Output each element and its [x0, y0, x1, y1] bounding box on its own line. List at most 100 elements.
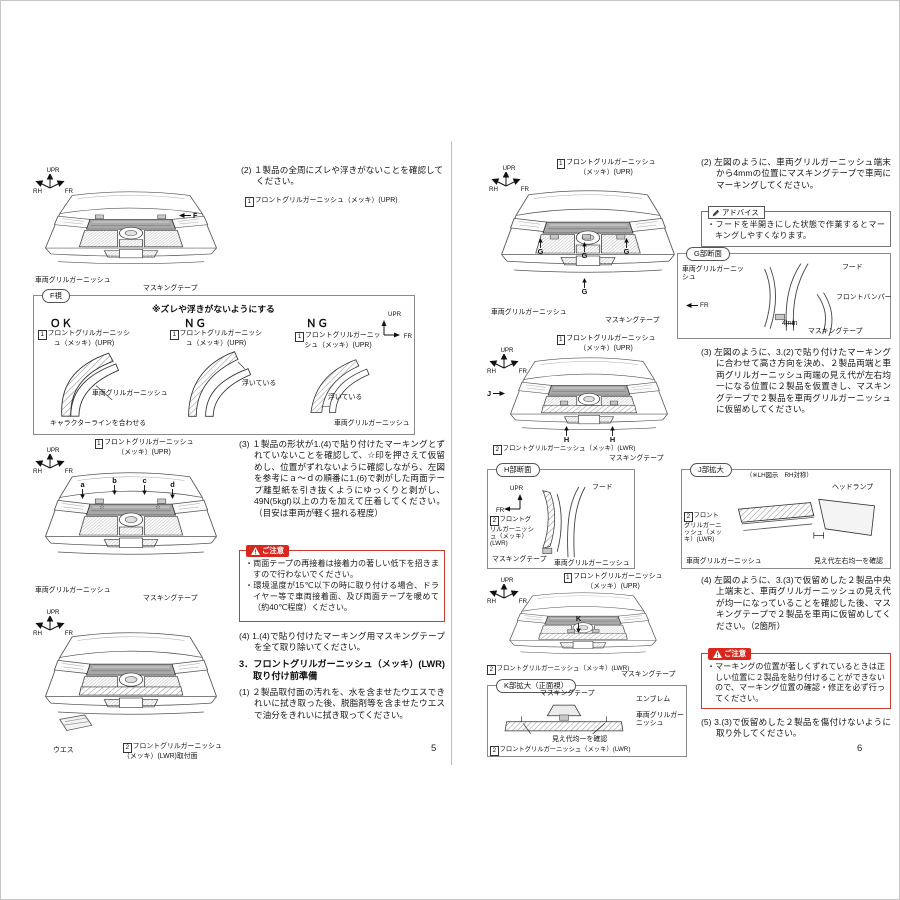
part2-name: フロントグリルガーニッシュ（メッキ）(LWR): [502, 445, 636, 452]
arrow-down-icon: [142, 485, 147, 496]
advice-title: アドバイス: [722, 208, 759, 217]
vehicle-grille-label: 車両グリルガーニッシュ: [334, 420, 410, 427]
axis-upr-label: UPR: [46, 167, 60, 174]
vehicle-grille-label: 車両グリルガーニッシュ: [491, 309, 567, 316]
axis-fr-label: FR: [518, 368, 527, 375]
vehicle-grille-label: 車両グリルガーニッシュ: [554, 560, 630, 567]
axis-fr-label: FR: [64, 188, 73, 195]
axis-arrows-icon: [35, 174, 65, 189]
part2-name: フロントグリルガーニッシュ（メッキ）(LWR): [499, 746, 631, 753]
masking-tape-label: マスキングテープ: [808, 328, 863, 335]
orientation-axis-mini: UPR FR: [378, 311, 412, 340]
section-letter: G: [581, 287, 588, 296]
step-2-text: (2) １製品の全周にズレや浮きがないことを確認してください。: [241, 165, 443, 187]
arrow-up-icon: [610, 426, 615, 436]
arrow-left-icon: [686, 303, 698, 308]
h-section-tab: H部断面: [496, 463, 540, 477]
axis-arrows-icon: [381, 320, 400, 338]
k-detail-mark: K: [575, 614, 582, 634]
axis-fr-label: FR: [520, 186, 529, 193]
h-section-mark: H: [563, 425, 570, 443]
part-number-box: 1: [169, 330, 179, 340]
step-3-text: (3) 左図のように、3.(2)で貼り付けたマーキングに合わせて高さ方向を決め、…: [701, 347, 891, 415]
g-section-mark: G: [581, 241, 588, 259]
section-letter: G: [623, 247, 630, 256]
page-number-right: 6: [857, 743, 863, 754]
star-mark: ☆: [155, 504, 161, 511]
axis-upr-label: UPR: [388, 311, 402, 318]
part1-name: フロントグリルガーニッシュ（メッキ）(UPR): [104, 439, 194, 456]
axis-rh-label: RH: [487, 598, 496, 605]
part-number-box: 1: [245, 197, 254, 207]
ng1-strip-section-illustration: [188, 351, 252, 417]
headlamp-label: ヘッドランプ: [832, 484, 874, 491]
step-3-text: (3) １製品の形状が1.(4)で貼り付けたマーキングとずれていないことを確認し…: [239, 439, 445, 518]
car-front-illustration: [44, 472, 218, 555]
view-direction-f-mark: F: [179, 211, 198, 220]
j-detail-tab: J部拡大: [690, 463, 732, 477]
section-3-heading-line2: 取り付け前準備: [253, 671, 318, 681]
section-letter: G: [581, 251, 588, 260]
step-5-text: (5) 3.(3)で仮留めした２製品を傷付けないように取り外してください。: [701, 717, 891, 739]
floating-label: 浮いている: [242, 380, 277, 387]
press-order-c-mark: c: [141, 476, 148, 496]
pencil-icon: [712, 209, 720, 216]
part1-name: フロントグリルガーニッシュ（メッキ）(UPR): [566, 335, 656, 352]
part-number-box: 1: [94, 439, 104, 449]
hood-label: フード: [592, 484, 613, 491]
vehicle-grille-label: 車両グリルガーニッシュ: [35, 587, 111, 594]
masking-tape-label: マスキングテープ: [605, 317, 660, 324]
caution-tag: ご注意: [246, 545, 290, 557]
k-detail-tab: K部拡大（正面視）: [496, 679, 577, 693]
part1-name: フロントグリルガーニッシュ（メッキ）(UPR): [254, 197, 398, 204]
g-section-mark: G: [581, 277, 588, 295]
caution-box: ご注意 ・マーキングの位置が著しくずれているときは正しい位置に２製品を貼り付ける…: [701, 648, 891, 709]
section-letter: J: [487, 389, 492, 398]
character-line-note: キャラクターラインを合わせる: [50, 420, 147, 427]
part-number-box: 1: [556, 159, 566, 169]
step-4-text: (4) 1.(4)で貼り付けたマーキング用マスキングテープを全て取り除いてくださ…: [239, 631, 445, 653]
ng-label: ＮＧ: [184, 318, 207, 330]
order-letter: c: [142, 476, 147, 485]
axis-rh-label: RH: [33, 188, 42, 195]
vehicle-grille-label: 車両グリルガーニッシュ: [682, 266, 744, 281]
section-letter: H: [563, 435, 570, 444]
arrow-down-icon: [80, 489, 85, 500]
j-detail-mark: J: [487, 389, 506, 398]
section-letter: K: [575, 614, 582, 623]
page-gutter-divider: [451, 141, 452, 765]
g-section-mark: G: [537, 237, 544, 255]
arrow-down-icon: [112, 485, 117, 496]
arrow-left-icon: [179, 213, 191, 218]
caution-title: ご注意: [724, 649, 747, 658]
h-cross-section-illustration: [542, 486, 586, 558]
caution-body: ・両面テープの再接着は接着力の著しい低下を招きますので行わないでください。 ・環…: [240, 551, 444, 617]
part2-name: フロントグリルガーニッシュ（メッキ）(LWR): [490, 516, 534, 548]
reveal-even-check-label: 見え代均一を確認: [552, 736, 608, 743]
caution-title: ご注意: [262, 546, 285, 555]
advice-item: ・フードを半開きにした状態で作業するとマーキングしやすくなります。: [707, 220, 885, 240]
caution-item: ・両面テープの再接着は接着力の著しい低下を招きますので行わないでください。: [245, 559, 439, 579]
press-order-a-mark: a: [79, 481, 86, 500]
view-f-label: F: [193, 211, 198, 220]
axis-upr-label: UPR: [502, 165, 516, 172]
g-section-mark: G: [623, 237, 630, 255]
